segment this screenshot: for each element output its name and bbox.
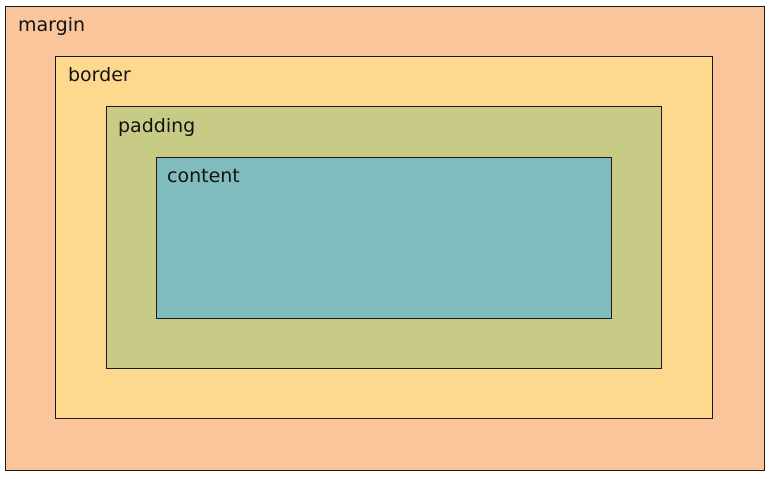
border-label: border — [68, 64, 131, 86]
margin-label: margin — [18, 14, 86, 36]
padding-label: padding — [118, 115, 196, 137]
content-area: content — [156, 157, 612, 319]
content-label: content — [167, 165, 240, 187]
